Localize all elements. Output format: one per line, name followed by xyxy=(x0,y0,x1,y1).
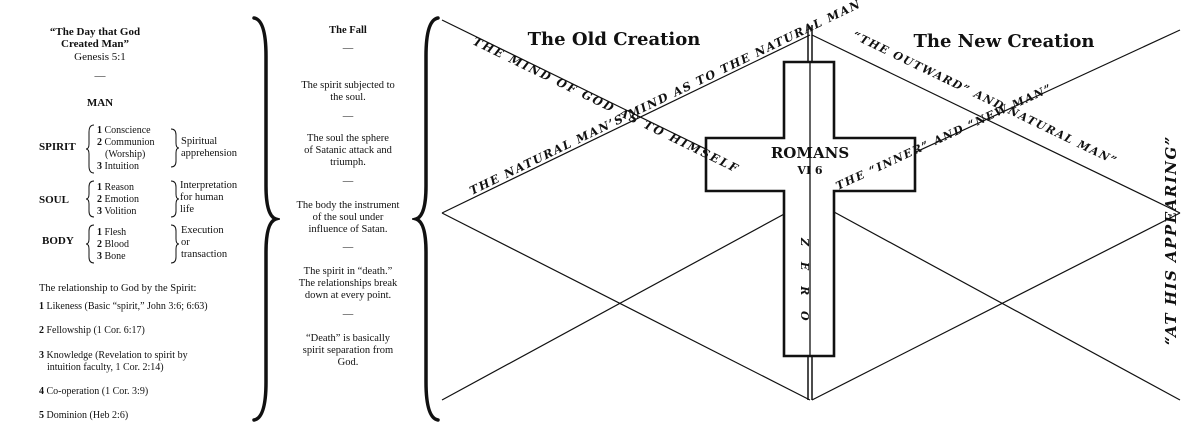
body-desc-line3: transaction xyxy=(181,249,228,260)
romans-chapter-label: VI 6 xyxy=(796,164,823,177)
old-line-lower-diag-b xyxy=(441,199,811,401)
body-desc-line1: Execution xyxy=(181,225,224,236)
fall-dash-3: — xyxy=(342,176,354,187)
new-line-upper-diag xyxy=(811,34,1181,214)
left-column: “The Day that God Created Man” Genesis 5… xyxy=(0,0,255,443)
relationship-item-2: 2 Fellowship (1 Cor. 6:17) xyxy=(39,325,145,336)
fall-dash-2: — xyxy=(342,111,354,122)
body-item-3: 3 Bone xyxy=(97,251,126,262)
body-label: BODY xyxy=(42,235,74,247)
spirit-item-2: 2 Communion xyxy=(97,137,155,148)
relationship-item-5: 5 Dominion (Heb 2:6) xyxy=(39,410,129,421)
soul-desc-line3: life xyxy=(180,204,194,215)
large-left-brace xyxy=(412,16,440,422)
soul-left-brace xyxy=(86,180,95,218)
fall-dash-4: — xyxy=(342,242,354,253)
spirit-item-2b: (Worship) xyxy=(105,149,146,160)
relationship-item-3: 3 Knowledge (Revelation to spirit by int… xyxy=(39,350,188,373)
body-desc-line2: or xyxy=(181,237,190,248)
heading-reference: Genesis 5:1 xyxy=(74,51,126,63)
spirit-desc: Spiritual apprehension xyxy=(181,136,237,160)
fall-paragraph-4: The spirit in “death.”The relationships … xyxy=(298,266,398,301)
left-dash: — xyxy=(94,70,106,82)
new-line-lower-diag-b xyxy=(811,212,1181,401)
body-item-2: 2 Blood xyxy=(97,239,129,250)
body-item-1: 1 Flesh xyxy=(97,227,127,238)
soul-label: SOUL xyxy=(39,194,69,206)
spirit-desc-line1: Spiritual xyxy=(181,136,218,147)
body-desc: Execution or transaction xyxy=(181,225,227,261)
soul-item-1: 1 Reason xyxy=(97,182,134,193)
romans-label: ROMANS xyxy=(771,144,849,162)
old-line-mid-diag xyxy=(441,34,811,214)
spirit-label: SPIRIT xyxy=(39,141,76,153)
new-creation-title: The New Creation xyxy=(913,31,1094,52)
soul-desc-line2: for human xyxy=(180,192,224,203)
new-line-lower-diag-a xyxy=(811,199,1181,401)
heading-title-line1: “The Day that God xyxy=(49,26,141,38)
zero-label: Z E R O xyxy=(798,237,811,327)
heading-title: “The Day that God Created Man” xyxy=(40,26,150,50)
relationship-item-4: 4 Co-operation (1 Cor. 3:9) xyxy=(39,386,149,397)
heading-title-line2: Created Man” xyxy=(61,38,129,50)
large-right-brace xyxy=(252,16,280,422)
new-creation-lines xyxy=(811,29,1181,401)
fall-title: The Fall xyxy=(329,25,367,36)
body-right-brace xyxy=(170,224,180,264)
soul-right-brace xyxy=(170,180,180,218)
soul-items: 1 Reason 2 Emotion 3 Volition xyxy=(97,182,139,218)
spirit-item-3: 3 Intuition xyxy=(97,161,139,172)
old-line-lower-diag-a xyxy=(441,212,811,401)
old-creation-lines xyxy=(441,19,811,401)
fall-dash-5: — xyxy=(342,309,354,320)
soul-item-3: 3 Volition xyxy=(97,206,137,217)
relationship-item-3-line2: intuition faculty, 1 Cor. 2:14) xyxy=(47,362,164,373)
soul-item-2: 2 Emotion xyxy=(97,194,139,205)
relationship-intro: The relationship to God by the Spirit: xyxy=(39,283,197,294)
soul-desc: Interpretation for human life xyxy=(180,180,237,216)
at-his-appearing-label: “AT HIS APPEARING” xyxy=(1162,135,1180,345)
spirit-right-brace xyxy=(170,128,180,168)
relationship-item-1: 1 Likeness (Basic “spirit,” John 3:6; 6:… xyxy=(39,301,208,312)
fall-dash-1: — xyxy=(342,43,354,54)
spirit-item-1: 1 Conscience xyxy=(97,125,151,136)
body-items: 1 Flesh 2 Blood 3 Bone xyxy=(97,227,129,263)
spirit-left-brace xyxy=(86,124,95,174)
old-creation-title: The Old Creation xyxy=(528,29,701,50)
spirit-items: 1 Conscience 2 Communion (Worship) 3 Int… xyxy=(97,125,155,173)
man-label: MAN xyxy=(86,97,114,109)
soul-desc-line1: Interpretation xyxy=(180,180,238,191)
body-left-brace xyxy=(86,224,95,264)
mind-of-god-label: THE MIND OF GOD AS TO HIMSELF xyxy=(471,34,742,176)
spirit-desc-line2: apprehension xyxy=(181,148,237,159)
